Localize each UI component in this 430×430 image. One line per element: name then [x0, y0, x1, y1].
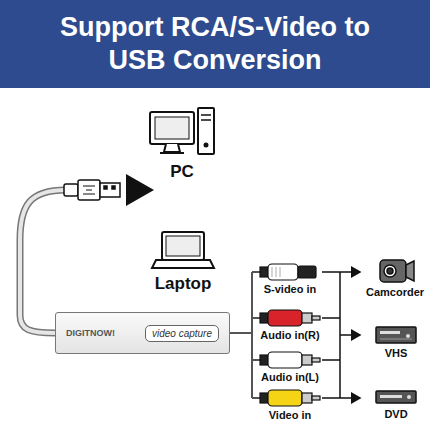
capture-wires: [230, 272, 260, 398]
connector-label: Video in: [269, 409, 312, 421]
pc-icon: [150, 108, 214, 154]
usb-plug: [64, 180, 120, 200]
title-text: Support RCA/S-Video to USB Conversion: [60, 11, 370, 77]
icon-label-box: PC: [170, 162, 194, 182]
icon-label: DVD: [384, 408, 407, 421]
svideo-connector: [260, 264, 316, 280]
icon-label: Laptop: [155, 274, 212, 294]
vhs-icon: [376, 327, 416, 343]
capture-device: DIGITNOW! video capture: [55, 312, 230, 354]
brand-name: DIGITNOW!: [66, 328, 115, 338]
audio-right-connector: [260, 310, 320, 326]
video-connector: [260, 390, 320, 406]
connector-label: S-video in: [264, 283, 317, 295]
source-bracket: [322, 272, 360, 398]
camcorder-icon: [380, 260, 414, 282]
icon-label-box: VHS: [385, 347, 408, 360]
icon-label-box: Camcorder: [366, 286, 424, 299]
laptop-icon: [152, 232, 214, 268]
icon-label: VHS: [385, 347, 408, 360]
title-banner: [0, 0, 430, 88]
usb-arrow: [130, 188, 150, 192]
device-label: video capture: [145, 325, 219, 342]
icon-label-box: DVD: [384, 408, 407, 421]
audio-left-connector: [260, 352, 320, 368]
connector-label: Audio in(R): [260, 329, 319, 341]
icon-label: Camcorder: [366, 286, 424, 299]
icon-label: PC: [170, 162, 194, 182]
dvd-icon: [376, 391, 416, 403]
icon-label-box: Laptop: [155, 274, 212, 294]
title-band: Support RCA/S-Video to USB Conversion: [0, 0, 430, 88]
connector-label: Audio in(L): [261, 371, 319, 383]
